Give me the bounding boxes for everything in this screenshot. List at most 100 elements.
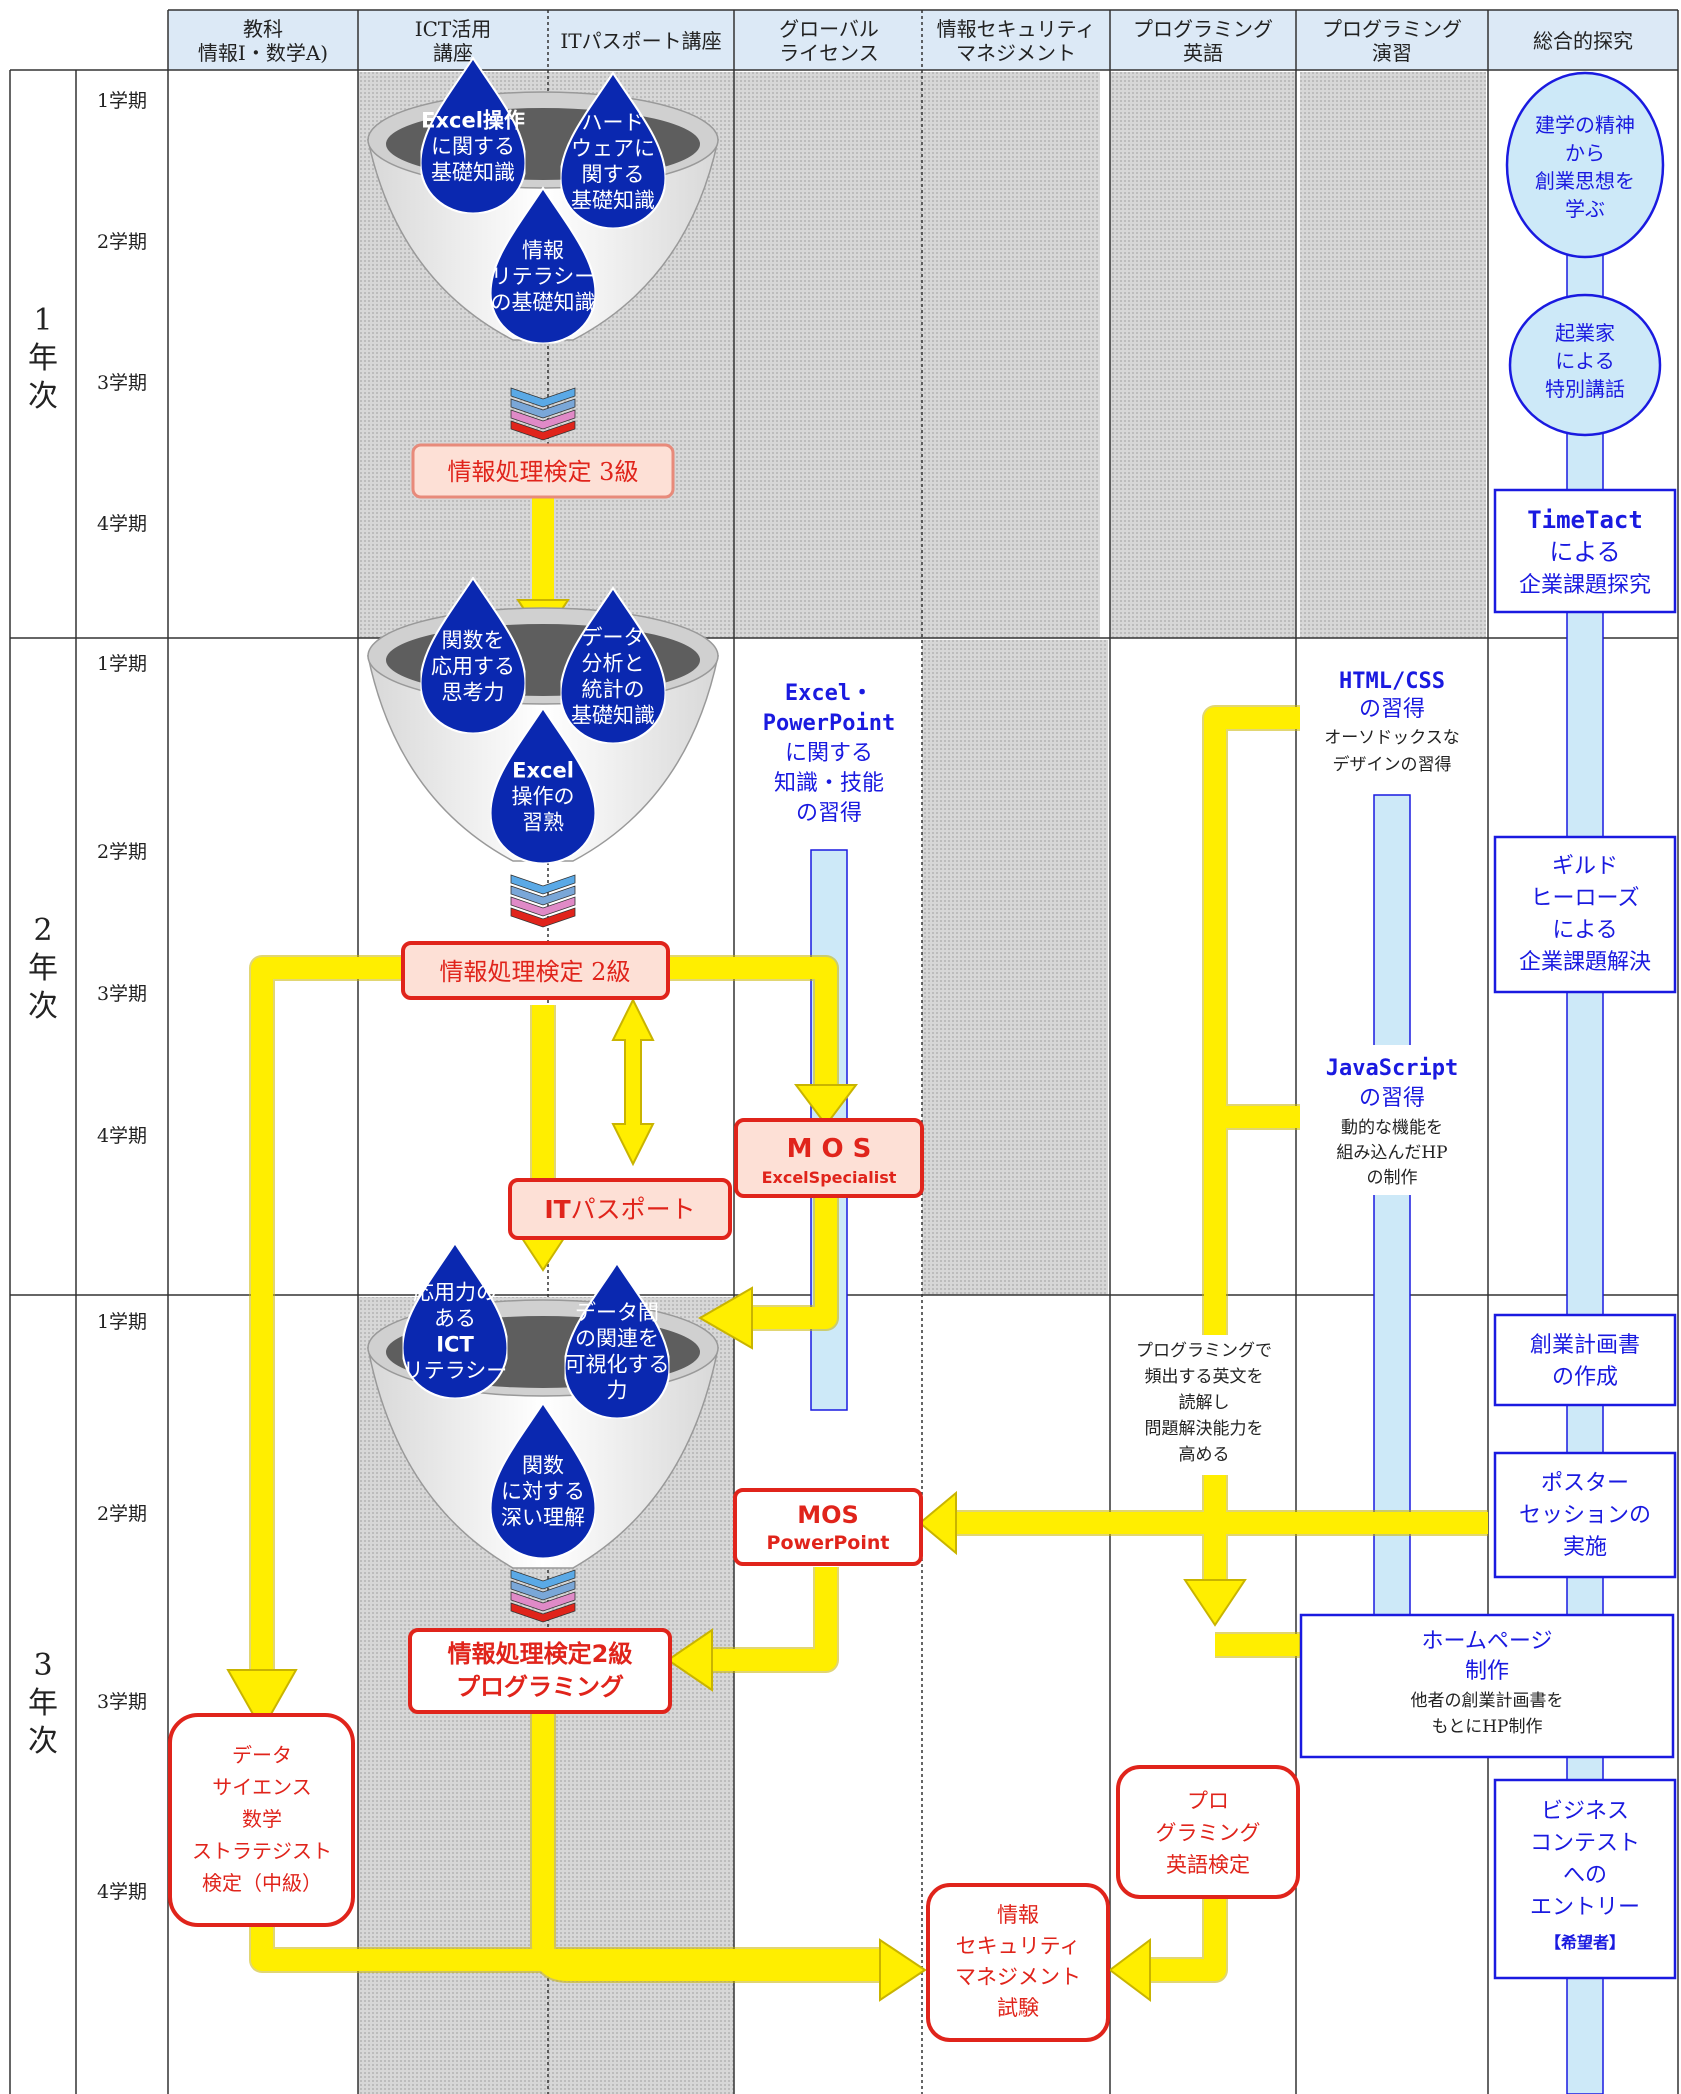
header-prog-ex-2: 演習 [1372, 41, 1412, 65]
header-global-1: グローバル [779, 17, 879, 41]
header-security-2: マネジメント [956, 41, 1076, 65]
pe-text-5: 高める [1179, 1445, 1230, 1465]
droplet-text: 応用力の [413, 1280, 497, 1304]
droplet-text: ある [434, 1306, 476, 1330]
sogo-items: 建学の精神 から 創業思想を 学ぶ 起業家 による 特別講話 TimeTact … [1493, 71, 1677, 1980]
sogo-kigyoka-circle [1508, 293, 1662, 437]
year-3-label-b: 年 [28, 1686, 58, 1721]
sogo-sogyo-1: 創業計画書 [1530, 1333, 1640, 1358]
term-label: 2学期 [97, 841, 147, 863]
year-2-label-b: 年 [28, 951, 58, 986]
sogo-guild-2: ヒーローズ [1531, 886, 1640, 911]
cert-mos-excel-title: M O S [787, 1134, 872, 1164]
cert-ds-2: サイエンス [212, 1775, 311, 1799]
cert-itpass-text: パスポート [571, 1195, 696, 1224]
sogo-timetact-box [1493, 488, 1677, 614]
arrow-to-datascience [251, 957, 403, 1670]
sogo-poster-2: セッションの [1519, 1503, 1651, 1528]
prog-en-text: プログラミングで 頻出する英文を 読解し 問題解決能力を 高める [1114, 1335, 1294, 1475]
header-subject-1: 教科 [243, 17, 283, 41]
global-text-3: に関する [785, 741, 873, 766]
sogo-kigyoka-2: による [1555, 349, 1614, 373]
chevron-down-icon [510, 874, 576, 928]
arrow-icon [1108, 1938, 1151, 2002]
droplet-text: 応用する [431, 654, 515, 678]
header-prog-en-1: プログラミング [1133, 17, 1273, 41]
sogo-kengaku-2: から [1565, 141, 1605, 165]
global-text-5: の習得 [796, 801, 862, 826]
droplet-text: 統計の [582, 677, 645, 701]
cert-sec-3: マネジメント [955, 1965, 1081, 1989]
sogo-guild-3: による [1552, 918, 1617, 943]
sogo-guild-1: ギルド [1552, 854, 1618, 879]
cert-mos-pp-box [733, 1488, 923, 1566]
year-3-label-c: 次 [28, 1724, 58, 1759]
cert-security-box [926, 1883, 1110, 2042]
term-label: 3学期 [97, 983, 147, 1005]
year-1-label-c: 次 [28, 379, 58, 414]
global-text: Excel・ PowerPoint に関する 知識・技能 の習得 [738, 668, 920, 838]
header-prog-en-2: 英語 [1183, 41, 1223, 65]
droplet-text: 操作の [512, 784, 575, 808]
droplet-text: Excel操作 [421, 108, 525, 132]
html-sub: の習得 [1359, 697, 1425, 722]
term-label: 4学期 [97, 1881, 147, 1903]
droplet-text: に関する [431, 134, 515, 158]
droplet-text: リテラシー [491, 264, 596, 288]
sogo-sogyo-2: の作成 [1552, 1365, 1618, 1390]
droplet-text: の基礎知識 [491, 290, 596, 314]
sogo-business-1: ビジネス [1541, 1799, 1629, 1824]
sogo-business-box [1493, 1778, 1677, 1980]
column-headers: 教科 情報Ⅰ・数学A) ICT活用 講座 ITパスポート講座 グローバル ライセ… [198, 17, 1633, 65]
sogo-kigyoka-3: 特別講話 [1545, 377, 1625, 401]
sogo-business-3: への [1563, 1863, 1607, 1888]
arrow-mos-to-prog [712, 1567, 837, 1671]
prog-ex-bar [1373, 794, 1411, 1616]
sogo-kengaku-1: 建学の精神 [1535, 113, 1635, 137]
cert-mos-pp-title: MOS [797, 1501, 859, 1529]
term-label: 3学期 [97, 1691, 147, 1713]
droplet-text: 基礎知識 [571, 188, 655, 212]
droplet-text: 関数 [522, 1453, 564, 1477]
global-text-1: Excel・ [785, 681, 873, 706]
global-text-4: 知識・技能 [774, 771, 884, 796]
header-ict-2: 講座 [433, 41, 473, 65]
cert-kentei2-label: 情報処理検定 2級 [440, 958, 631, 986]
js-title: JavaScript [1326, 1056, 1458, 1081]
term-labels: 1学期 2学期 3学期 4学期 1学期 2学期 3学期 4学期 1学期 2学期 … [97, 90, 147, 1903]
droplet-text: 基礎知識 [571, 703, 655, 727]
sogo-sogyo-box [1493, 1313, 1677, 1407]
arrow-icon [226, 1669, 298, 1733]
hp-title: ホームページ [1422, 1629, 1553, 1654]
js-desc-3: の制作 [1367, 1168, 1418, 1188]
droplet-text: ハード [582, 110, 645, 134]
hp-desc-1: 他者の創業計画書を [1411, 1691, 1564, 1711]
droplet-text: に対する [501, 1479, 585, 1503]
cert-itpass-label: ITパスポート [544, 1195, 695, 1224]
sogo-poster-3: 実施 [1563, 1535, 1607, 1560]
header-global-2: ライセンス [779, 41, 879, 65]
sogo-kigyoka-1: 起業家 [1555, 321, 1615, 345]
arrow-english-to-security [1150, 1897, 1226, 1981]
hp-sub: 制作 [1465, 1659, 1509, 1684]
js-desc-2: 組み込んだHP [1336, 1143, 1447, 1163]
html-title: HTML/CSS [1339, 669, 1445, 694]
pe-text-4: 問題解決能力を [1145, 1419, 1264, 1439]
prog-ex-text: HTML/CSS の習得 オーソドックスな デザインの習得 JavaScript… [1299, 660, 1675, 1759]
droplet-text: 深い理解 [501, 1505, 585, 1529]
sogo-poster-1: ポスター [1541, 1471, 1629, 1496]
arrow-icon [794, 1084, 858, 1127]
pe-text-2: 頻出する英文を [1145, 1367, 1264, 1387]
cert-pe-2: グラミング [1156, 1821, 1261, 1845]
term-label: 3学期 [97, 372, 147, 394]
arrowheads [226, 599, 1247, 2002]
cert-ds-3: 数学 [242, 1807, 282, 1831]
year-2-label-a: 2 [33, 913, 52, 948]
arrow-icon [918, 1490, 957, 1556]
droplet-text: 力 [607, 1378, 628, 1402]
cert-itpass-box [508, 1178, 732, 1240]
